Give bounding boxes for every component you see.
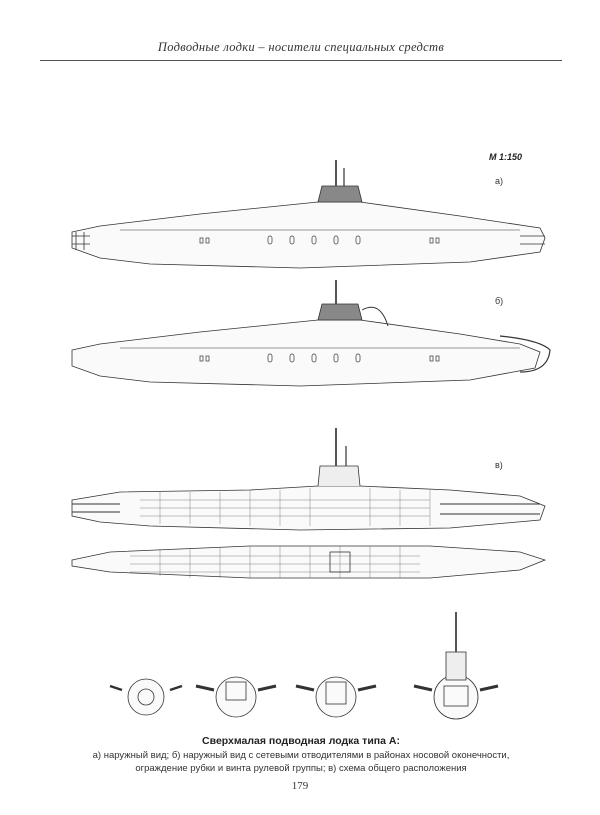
general-arrangement-side <box>71 428 546 531</box>
view-label-a: а) <box>495 176 504 186</box>
running-title: Подводные лодки – носители специальных с… <box>157 40 445 54</box>
caption-body: а) наружный вид; б) наружный вид с сетев… <box>92 750 510 774</box>
figure-caption: Сверхмалая подводная лодка типа А: а) на… <box>40 735 562 775</box>
header-rule <box>40 60 562 61</box>
page-number: 179 <box>291 780 309 792</box>
profile-external-view <box>71 160 546 269</box>
cross-section-4 <box>413 612 499 720</box>
view-label-b: б) <box>495 296 504 306</box>
view-label-c: в) <box>495 460 503 470</box>
cross-section-3 <box>295 676 377 718</box>
cross-section-1 <box>109 678 183 716</box>
caption-title: Сверхмалая подводная лодка типа А: <box>202 735 400 747</box>
cross-sections <box>109 612 499 720</box>
profile-net-deflector-view <box>71 280 551 387</box>
cross-section-2 <box>195 676 277 718</box>
general-arrangement-plan <box>71 545 547 579</box>
scale-label: М 1:150 <box>489 152 523 162</box>
running-header: Подводные лодки – носители специальных с… <box>40 40 562 61</box>
